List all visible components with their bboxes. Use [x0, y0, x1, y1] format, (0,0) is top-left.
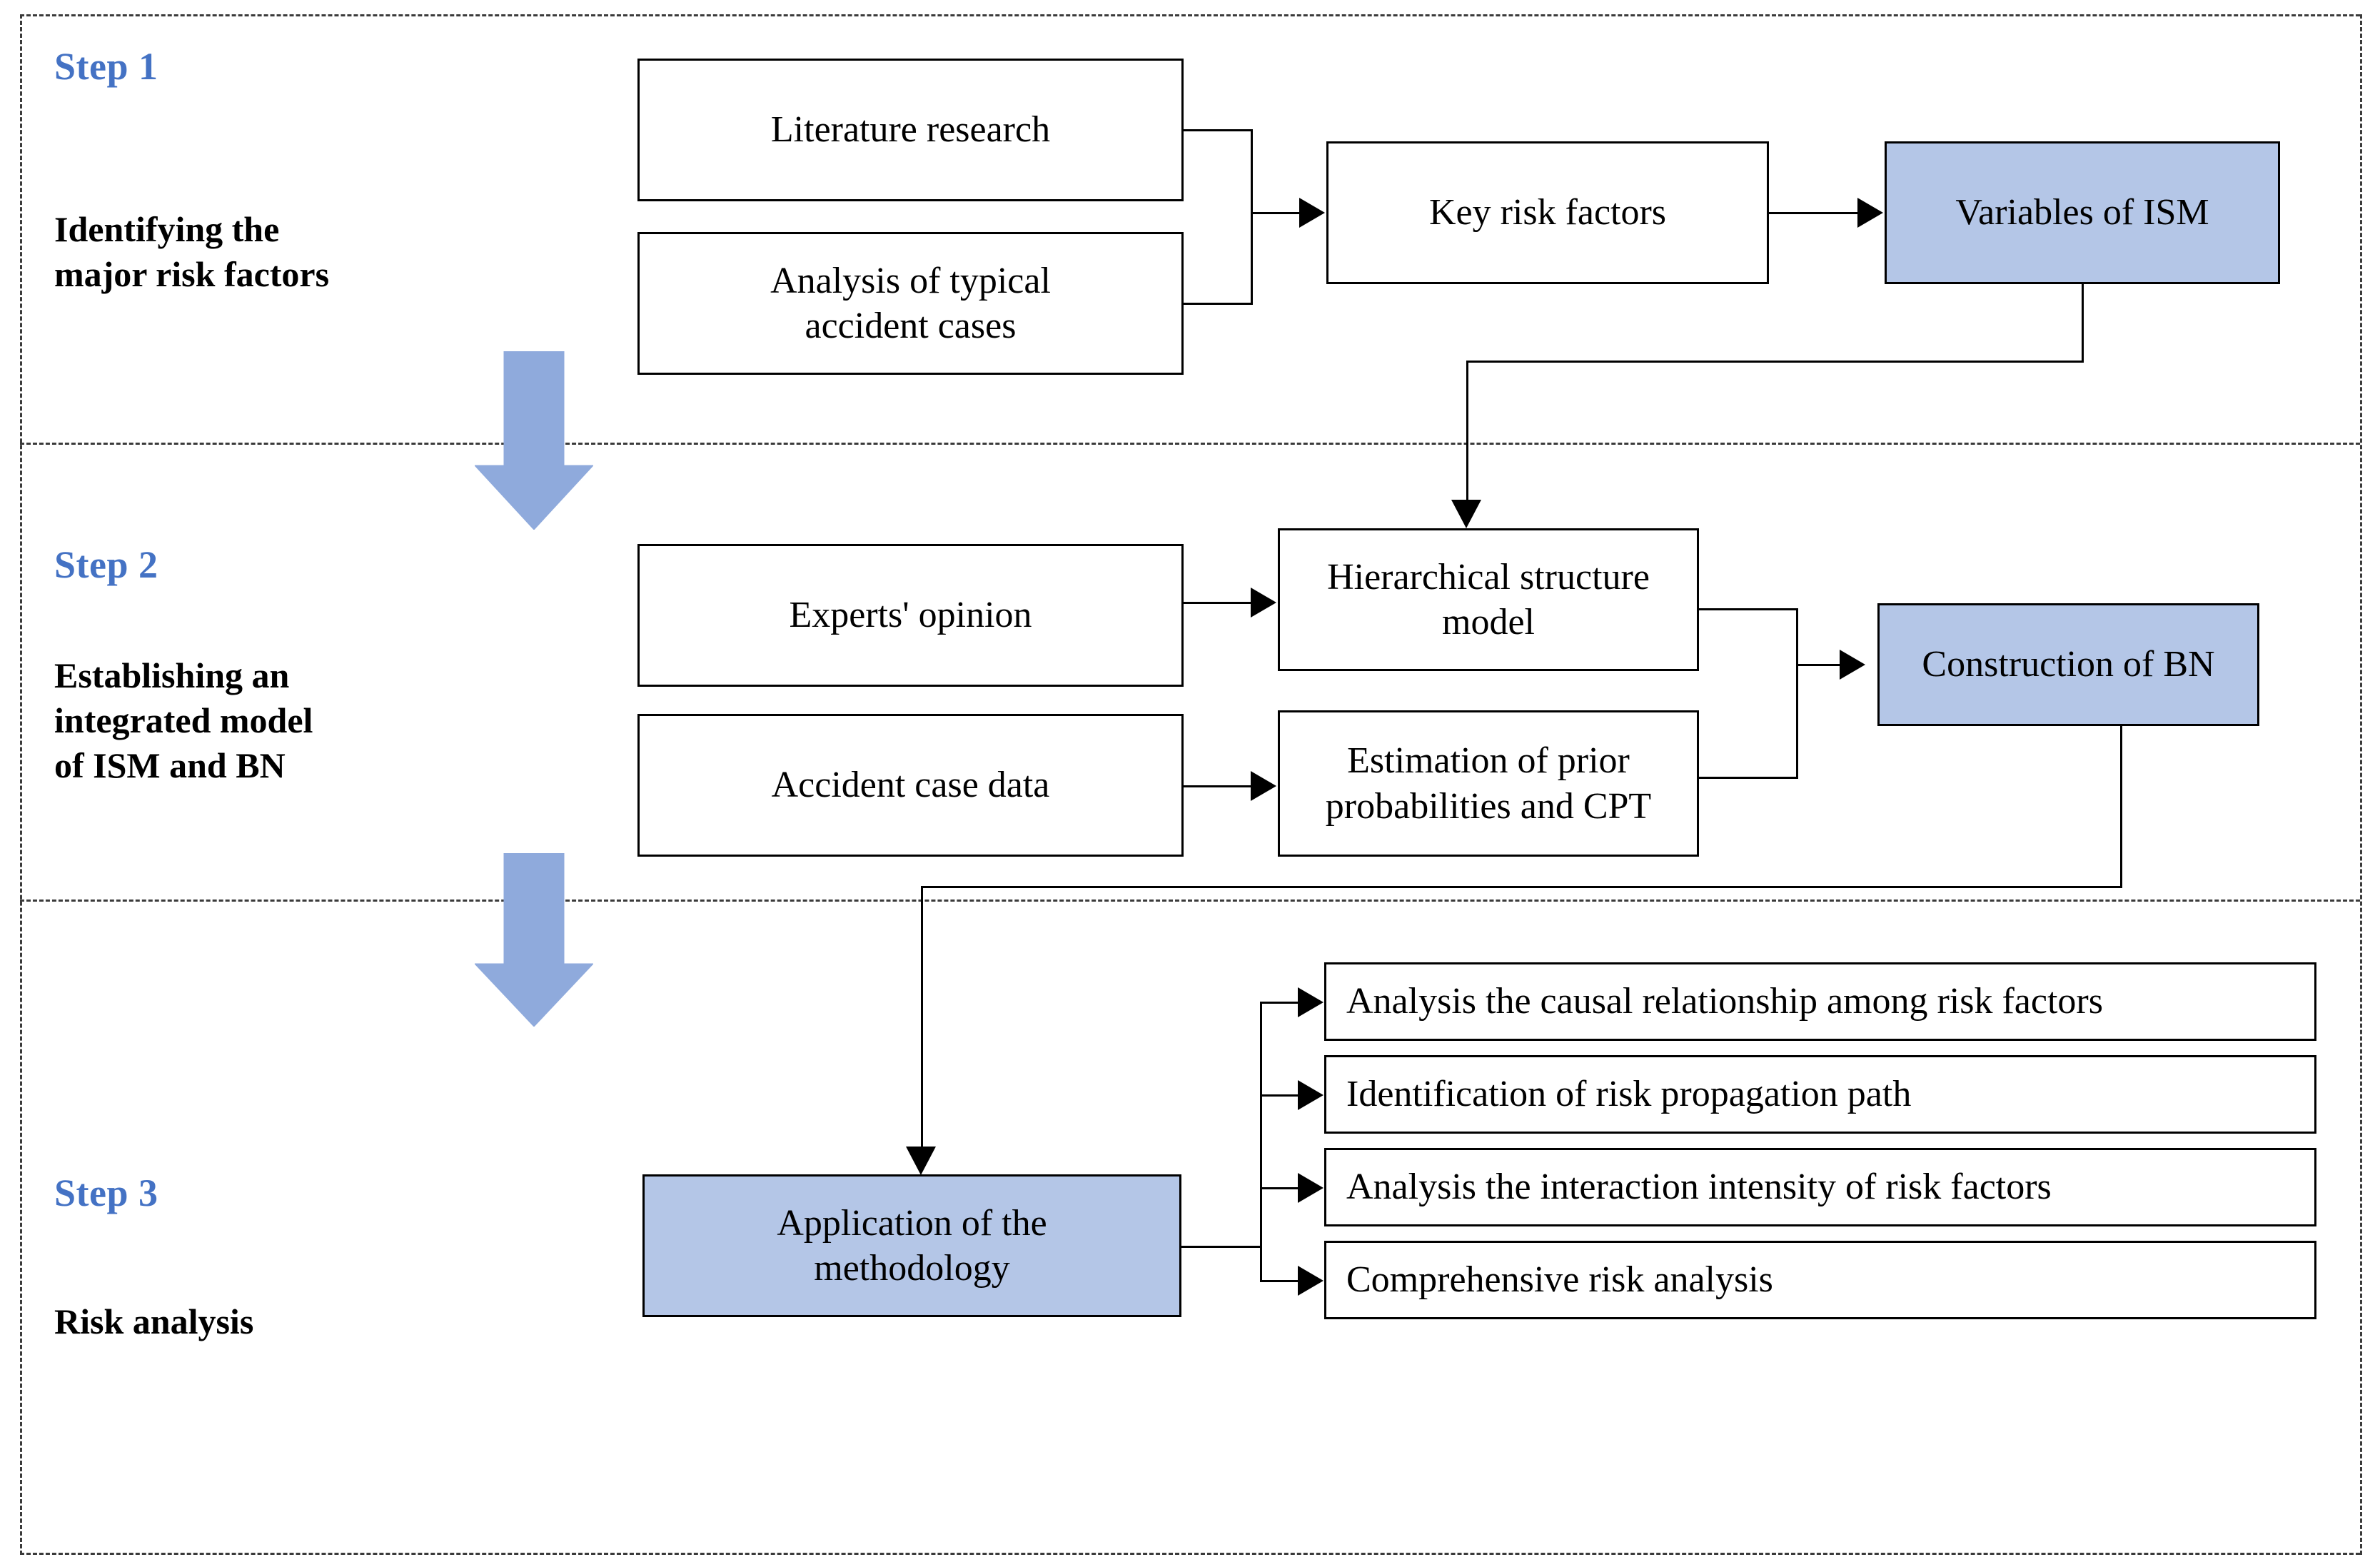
- node-literature-research[interactable]: Literature research: [637, 59, 1184, 201]
- connector-keyrisk-to-variables: [1769, 212, 1860, 214]
- arrowhead-to-outcome-1: [1298, 987, 1323, 1017]
- section-divider-step1-step2: [20, 443, 2360, 445]
- connector-down-to-application: [921, 886, 923, 1149]
- connector-accidentcases-out: [1184, 303, 1252, 305]
- node-construction-of-bn[interactable]: Construction of BN: [1877, 603, 2259, 726]
- connector-merge-to-keyrisk: [1251, 212, 1302, 214]
- connector-experts-to-hierarchical: [1184, 602, 1254, 604]
- step-3-title: Risk analysis: [54, 1301, 254, 1341]
- arrowhead-to-estimation: [1251, 771, 1276, 801]
- connector-fanout-branch-2: [1260, 1094, 1300, 1097]
- connector-down-to-hierarchical: [1466, 361, 1468, 502]
- step1-to-step2-block-arrow: [475, 351, 593, 530]
- node-accident-cases[interactable]: Analysis of typical accident cases: [637, 232, 1184, 375]
- node-hierarchical-structure-model[interactable]: Hierarchical structure model: [1278, 528, 1699, 671]
- outcome-box-interaction-intensity[interactable]: Analysis the interaction intensity of ri…: [1324, 1148, 2316, 1226]
- connector-application-out: [1181, 1246, 1261, 1248]
- connector-estimation-out: [1699, 777, 1797, 779]
- connector-fanout-branch-4: [1260, 1280, 1300, 1282]
- arrowhead-to-hierarchical: [1251, 588, 1276, 618]
- outcome-box-comprehensive-risk-analysis[interactable]: Comprehensive risk analysis: [1324, 1241, 2316, 1319]
- frame-bottom-border: [20, 1553, 2360, 1555]
- node-experts-opinion[interactable]: Experts' opinion: [637, 544, 1184, 687]
- connector-fanout-vertical: [1260, 1002, 1262, 1280]
- connector-hierarchical-out: [1699, 608, 1797, 610]
- connector-step1-merge-vertical: [1251, 129, 1253, 305]
- arrowhead-to-outcome-3: [1298, 1173, 1323, 1203]
- arrowhead-to-hierarchical-model: [1451, 500, 1481, 528]
- arrowhead-to-key-risk-factors: [1299, 198, 1325, 228]
- node-estimation-prior-probabilities[interactable]: Estimation of prior probabilities and CP…: [1278, 710, 1699, 857]
- step2-to-step3-block-arrow: [475, 853, 593, 1027]
- arrowhead-to-construction-bn: [1840, 650, 1865, 680]
- connector-variables-down-stub: [2082, 284, 2084, 361]
- connector-fanout-branch-3: [1260, 1187, 1300, 1189]
- arrowhead-to-outcome-2: [1298, 1080, 1323, 1110]
- frame-right-border: [2360, 14, 2362, 1555]
- frame-left-border: [20, 14, 22, 1555]
- connector-merge-to-constructionbn: [1796, 664, 1842, 666]
- frame-top-border: [20, 14, 2360, 16]
- connector-step2-merge-vertical: [1796, 608, 1798, 779]
- connector-constructionbn-down: [2120, 726, 2122, 886]
- step-1-title: Identifying the major risk factors: [54, 209, 330, 294]
- arrowhead-to-variables-of-ism: [1857, 198, 1883, 228]
- connector-fanout-branch-1: [1260, 1002, 1300, 1004]
- node-variables-of-ism[interactable]: Variables of ISM: [1885, 141, 2280, 284]
- step-2-number: Step 2: [54, 543, 158, 586]
- step-2-title: Establishing an integrated model of ISM …: [54, 655, 313, 785]
- node-application-of-methodology[interactable]: Application of the methodology: [642, 1174, 1181, 1317]
- step-1-number: Step 1: [54, 45, 158, 88]
- node-key-risk-factors[interactable]: Key risk factors: [1326, 141, 1769, 284]
- connector-literature-out: [1184, 129, 1252, 131]
- outcome-box-causal-relationship[interactable]: Analysis the causal relationship among r…: [1324, 962, 2316, 1041]
- outcome-box-risk-propagation-path[interactable]: Identification of risk propagation path: [1324, 1055, 2316, 1134]
- arrowhead-to-outcome-4: [1298, 1266, 1323, 1296]
- connector-variables-left: [1466, 361, 2084, 363]
- connector-constructionbn-left: [921, 886, 2122, 888]
- connector-casedata-to-estimation: [1184, 785, 1254, 787]
- step-3-number: Step 3: [54, 1172, 158, 1214]
- node-accident-case-data[interactable]: Accident case data: [637, 714, 1184, 857]
- arrowhead-to-application: [906, 1147, 936, 1175]
- section-divider-step2-step3: [20, 900, 2360, 902]
